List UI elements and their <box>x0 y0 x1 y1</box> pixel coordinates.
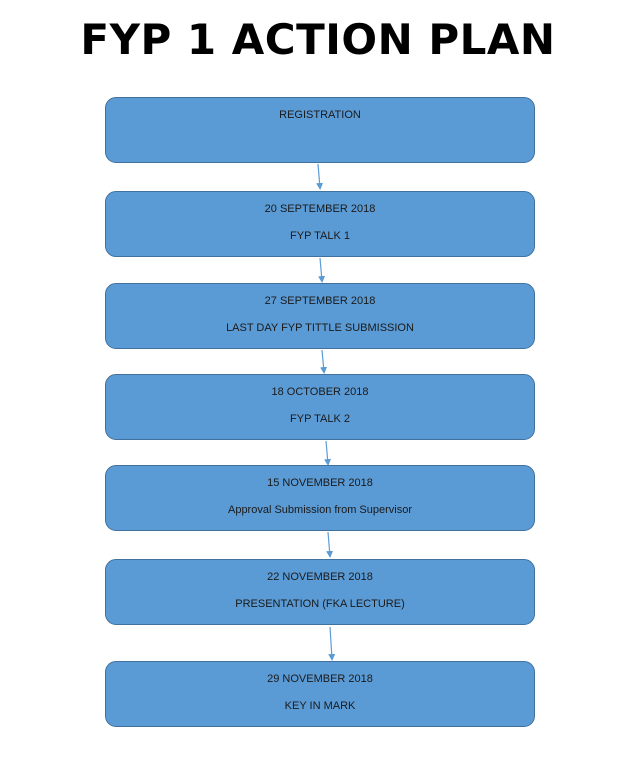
page-title: FYP 1 ACTION PLAN <box>80 15 556 64</box>
arrow-5 <box>326 531 334 558</box>
step-description: FYP TALK 1 <box>290 230 350 242</box>
step-date: 20 SEPTEMBER 2018 <box>264 203 376 215</box>
step-date: 27 SEPTEMBER 2018 <box>264 295 376 307</box>
step-box-approval-submission: 15 NOVEMBER 2018 Approval Submission fro… <box>105 465 535 531</box>
step-box-key-in-mark: 29 NOVEMBER 2018 KEY IN MARK <box>105 661 535 727</box>
step-box-presentation: 22 NOVEMBER 2018 PRESENTATION (FKA LECTU… <box>105 559 535 625</box>
step-box-registration: REGISTRATION <box>105 97 535 163</box>
step-description: LAST DAY FYP TITTLE SUBMISSION <box>226 322 414 334</box>
step-date: 18 OCTOBER 2018 <box>271 386 369 398</box>
step-description: Approval Submission from Supervisor <box>227 504 413 516</box>
step-description: PRESENTATION (FKA LECTURE) <box>235 598 405 610</box>
arrow-3 <box>320 349 328 374</box>
step-label: REGISTRATION <box>279 109 361 121</box>
step-description: KEY IN MARK <box>284 700 356 712</box>
step-box-fyp-talk-1: 20 SEPTEMBER 2018 FYP TALK 1 <box>105 191 535 257</box>
step-box-fyp-talk-2: 18 OCTOBER 2018 FYP TALK 2 <box>105 374 535 440</box>
arrow-4 <box>324 440 332 466</box>
arrow-2 <box>318 257 326 283</box>
step-box-title-submission: 27 SEPTEMBER 2018 LAST DAY FYP TITTLE SU… <box>105 283 535 349</box>
arrow-6 <box>328 626 336 661</box>
step-description: FYP TALK 2 <box>290 413 350 425</box>
arrow-1 <box>316 163 324 190</box>
step-date: 15 NOVEMBER 2018 <box>267 477 373 489</box>
step-date: 29 NOVEMBER 2018 <box>267 673 373 685</box>
step-date: 22 NOVEMBER 2018 <box>267 571 373 583</box>
